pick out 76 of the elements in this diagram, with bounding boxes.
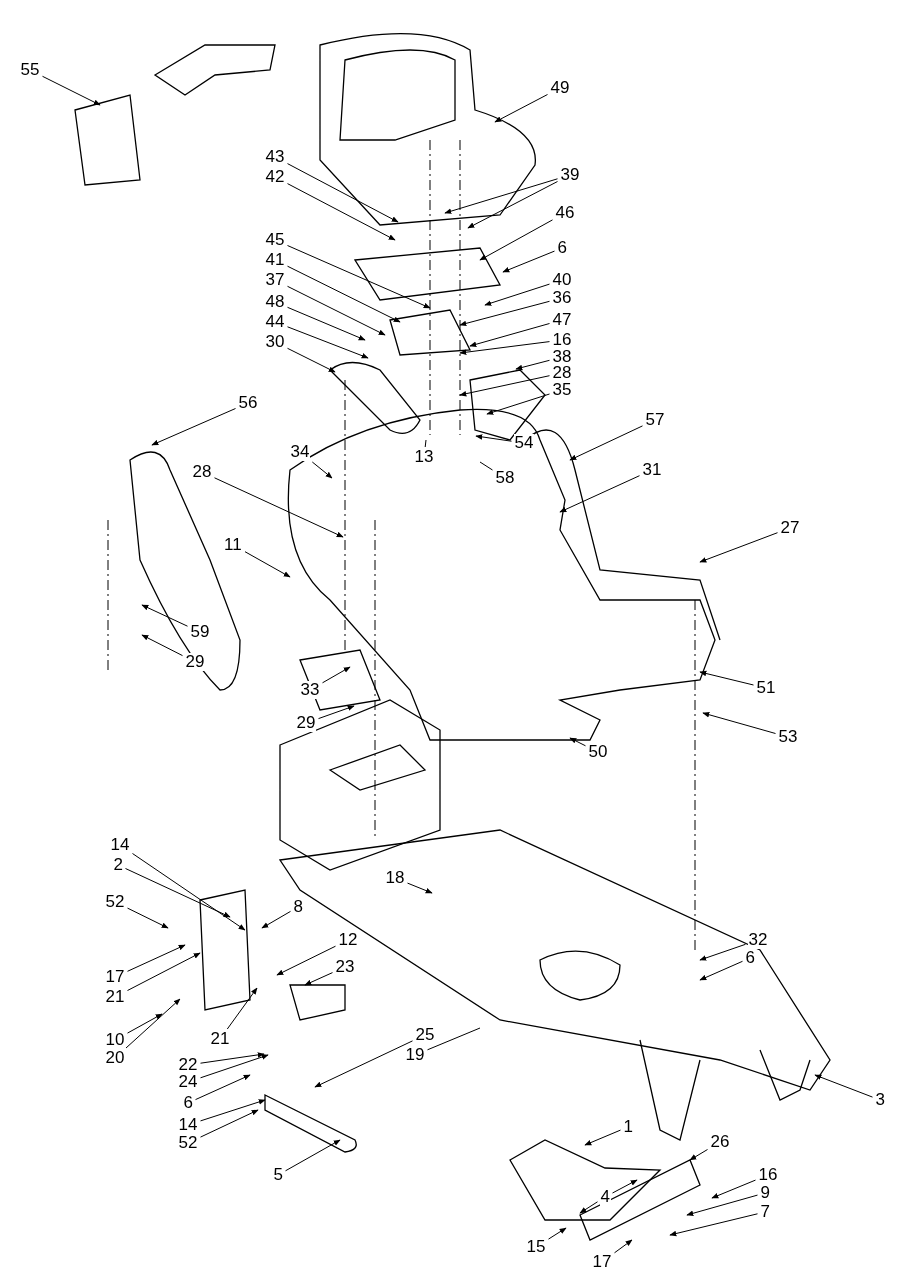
leader-line — [287, 163, 399, 223]
leader-line — [261, 910, 291, 929]
leader-line — [125, 868, 231, 918]
leader-line — [699, 960, 743, 981]
leader-line — [127, 907, 169, 929]
leader-line — [287, 183, 396, 241]
leader-line — [579, 1201, 598, 1214]
leader-line — [494, 94, 548, 123]
leader-line — [689, 1149, 708, 1161]
leader-line — [486, 393, 550, 415]
leader-line — [424, 439, 427, 448]
leader-line — [287, 306, 366, 341]
leader-line — [314, 1040, 413, 1088]
leader-line — [459, 375, 550, 397]
leader-line — [287, 347, 336, 373]
leader-line — [287, 285, 386, 336]
leader-line — [125, 998, 181, 1049]
leader-line — [427, 1027, 481, 1051]
leader-line — [322, 666, 351, 684]
leader-line — [151, 408, 236, 446]
leader-line — [669, 1213, 758, 1237]
leader-line — [686, 1194, 758, 1216]
leader-line — [484, 283, 550, 306]
callout-number: 33 — [299, 681, 321, 699]
leader-line — [141, 634, 183, 657]
leader-line — [475, 434, 512, 442]
leader-line — [214, 477, 344, 538]
leader-line — [200, 1054, 269, 1079]
leader-line — [469, 323, 550, 347]
leader-line — [141, 604, 188, 627]
leader-line — [127, 944, 186, 972]
leader-line — [285, 1139, 341, 1172]
leader-line — [515, 359, 550, 371]
leader-line — [569, 425, 643, 461]
leader-line — [244, 551, 291, 578]
leader-line — [699, 532, 778, 563]
leader-line — [318, 705, 355, 720]
leader-line — [548, 1227, 567, 1240]
leader-line — [614, 1239, 633, 1254]
callout-number: 4 — [599, 1188, 611, 1206]
leader-line — [711, 1179, 756, 1199]
leader-line — [702, 712, 776, 734]
leader-line — [479, 219, 553, 261]
callout-number: 29 — [184, 653, 206, 671]
leader-line — [584, 1129, 621, 1146]
leader-line — [127, 1013, 163, 1034]
leader-line — [200, 1099, 266, 1122]
leader-line — [276, 945, 336, 976]
leader-line — [459, 300, 550, 327]
callout-number: 34 — [289, 443, 311, 461]
leader-line — [502, 250, 555, 273]
leader-line — [132, 853, 246, 931]
leader-line — [287, 326, 369, 359]
leader-line — [814, 1074, 873, 1098]
leader-line — [42, 75, 101, 106]
leader-line — [699, 670, 754, 686]
leader-line — [195, 1074, 251, 1101]
leader-line — [127, 952, 201, 991]
leader-line — [407, 882, 433, 894]
callout-number: 32 — [747, 931, 769, 949]
leader-line — [200, 1109, 259, 1138]
leader-line — [467, 181, 558, 229]
leader-line — [304, 972, 333, 986]
leader-line — [699, 943, 746, 961]
leader-line — [569, 737, 586, 747]
leader-line — [479, 461, 493, 471]
leader-line — [459, 341, 550, 355]
leader-line — [287, 265, 401, 323]
leader-line — [444, 178, 558, 214]
callout-number: 29 — [295, 714, 317, 732]
leader-line — [200, 1052, 265, 1064]
leader-line — [226, 987, 258, 1030]
leader-line — [287, 245, 431, 309]
leader-line — [559, 475, 640, 513]
leader-line — [612, 1179, 638, 1194]
leader-line — [311, 461, 333, 479]
